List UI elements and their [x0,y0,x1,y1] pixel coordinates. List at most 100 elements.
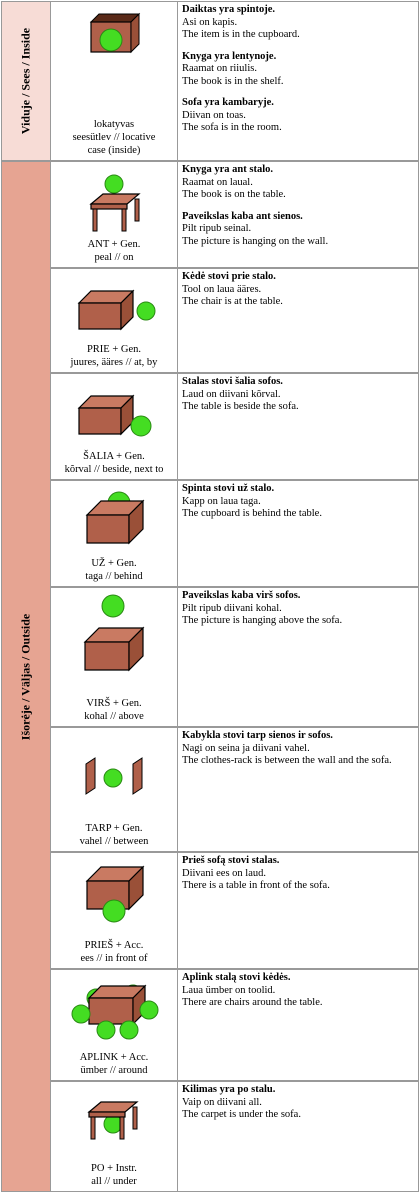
table-row: PRIE + Gen. juures, ääres // at, by Kėdė s… [51,268,419,373]
lithuanian-sentence-text: Paveikslas kaba ant sienos. [182,210,303,222]
inside-category-cell: Viduje / Sees / Inside [1,1,51,161]
example-cell: Stalas stovi šalia sofos.Laud on diivani… [182,376,416,414]
caption-line: PRIE + Gen. [86,344,142,355]
caption-line: UŽ + Gen. [91,558,137,569]
caption-line: all // under [91,1176,137,1187]
english-sentence: The picture is hanging on the wall. [182,235,329,247]
english-sentence: There are chairs around the table. [182,997,323,1008]
lithuanian-sentence-text: Sofa yra kambaryje. [182,97,274,108]
lithuanian-sentence: Daiktas yra spintoje. [182,4,416,17]
illustration-cell: VIRŠ + Gen.kohal // above [51,588,178,726]
illustration-cell: TARP + Gen.vahel // between [51,728,178,851]
preposition-caption: APLINK + Acc. ümber // around [51,1051,177,1077]
lithuanian-sentence-text: Spinta stovi už stalo. [182,483,275,494]
preposition-caption: PO + Instr.all // under [51,1162,177,1188]
preposition-caption: ANT + Gen. peal // on [51,238,177,264]
inside-label: Viduje / Sees / Inside [18,27,33,135]
english-sentence: The book is in the shelf. [182,75,284,87]
english-sentence: There is a table in front of the sofa. [182,880,330,891]
lithuanian-sentence-text: Kabykla stovi tarp sienos ir sofos. [182,730,333,741]
english-sentence: The table is beside the sofa. [182,401,299,412]
illustration-cell: PO + Instr.all // under [51,1082,178,1191]
preposition-caption: lokatyvas seesütlev // locative case (insi… [51,118,177,157]
illustration-cell: ŠALIA + Gen.kõrval // beside, next to [51,374,178,479]
table-row: UŽ + Gen. taga // behind Spinta stovi už s… [51,480,419,587]
outside-label: Išorėje / Väljas / Outside [18,613,33,740]
english-sentence: The picture is hanging above the sofa. [182,615,343,626]
example-cell: Kabykla stovi tarp sienos ir sofos.Nagi … [182,730,416,768]
caption-line: case (inside) [87,145,141,156]
caption-line: ANT + Gen. [87,239,141,250]
preposition-illustration [85,865,145,923]
preposition-caption: PRIE + Gen. juures, ääres // at, by [51,343,177,369]
illustration-cell: UŽ + Gen. taga // behind [51,481,178,586]
illustration-cell: ANT + Gen. peal // on [51,162,178,267]
lithuanian-sentence-text: Daiktas yra spintoje. [182,4,276,15]
estonian-sentence: Laud on diivani kõrval. [182,388,281,400]
preposition-illustration [89,12,141,54]
example-cell: Prieš sofą stovi stalas.Diivani ees on l… [182,855,416,893]
caption-line: juures, ääres // at, by [70,357,158,368]
caption-line: ŠALIA + Gen. [83,451,145,462]
table-row: ŠALIA + Gen.kõrval // beside, next to Sta… [51,373,419,480]
preposition-illustration [77,289,156,331]
estonian-sentence: Laua ümber on toolid. [182,984,276,996]
caption-line: lokatyvas [93,119,135,130]
estonian-sentence: Diivan on toas. [182,109,246,121]
preposition-illustration [85,757,143,795]
example-cell: Aplink stalą stovi kėdės.Laua ümber on t… [182,972,416,1010]
caption-line: PRIEŠ + Acc. [84,940,144,951]
lithuanian-sentence: Aplink stalą stovi kėdės. [182,972,416,985]
estonian-sentence: Asi on kapis. [182,16,238,28]
lithuanian-sentence-text: Stalas stovi šalia sofos. [182,376,283,387]
preposition-illustration [71,984,159,1040]
english-sentence: The book is on the table. [182,189,286,200]
english-sentence: The sofa is in the room. [182,122,282,133]
estonian-sentence: Vaip on diivani all. [182,1096,262,1108]
lithuanian-sentence-text: Knyga yra lentynoje. [182,50,277,62]
lithuanian-sentence-text: Paveikslas kaba virš sofos. [182,590,301,601]
caption-line: vahel // between [79,836,149,847]
caption-line: taga // behind [85,571,143,582]
example-cell: Kilimas yra po stalu.Vaip on diivani all… [182,1084,416,1122]
lithuanian-sentence-text: Kilimas yra po stalu. [182,1084,276,1095]
outside-category-cell: Išorėje / Väljas / Outside [1,161,51,1192]
example-cell: Paveikslas kaba virš sofos.Pilt ripub di… [182,590,416,628]
caption-line: ümber // around [80,1065,148,1076]
table-row: PRIEŠ + Acc. ees // in front of Prieš sofą… [51,852,419,969]
estonian-sentence: Diivani ees on laud. [182,867,266,879]
caption-line: APLINK + Acc. [79,1052,149,1063]
preposition-illustration [89,174,141,232]
estonian-sentence: Raamat on riiulis. [182,63,257,74]
estonian-sentence: Kapp on laua taga. [182,495,261,507]
english-sentence: The carpet is under the sofa. [182,1109,301,1120]
lithuanian-sentence: Kilimas yra po stalu. [182,1084,416,1097]
estonian-sentence: Nagi on seina ja diivani vahel. [182,742,310,754]
estonian-sentence: Pilt ripub seinal. [182,223,252,234]
lithuanian-sentence: Kėdė stovi prie stalo. [182,271,416,284]
lithuanian-sentence: Kabykla stovi tarp sienos ir sofos. [182,730,416,743]
english-sentence: The chair is at the table. [182,296,283,307]
preposition-caption: UŽ + Gen. taga // behind [51,557,177,583]
preposition-caption: PRIEŠ + Acc. ees // in front of [51,939,177,965]
preposition-illustration [77,394,152,437]
preposition-caption: TARP + Gen.vahel // between [51,822,177,848]
estonian-sentence: Tool on laua ääres. [182,283,262,295]
english-sentence: The clothes-rack is between the wall and… [182,755,392,766]
caption-line: ees // in front of [80,953,148,964]
english-sentence: The cupboard is behind the table. [182,508,322,519]
lithuanian-sentence: Stalas stovi šalia sofos. [182,376,416,389]
illustration-cell: lokatyvas seesütlev // locative case (insi… [51,2,178,160]
estonian-sentence: Pilt ripub diivani kohal. [182,602,282,614]
caption-line: peal // on [94,252,134,263]
lithuanian-sentence: Prieš sofą stovi stalas. [182,855,416,868]
illustration-cell: APLINK + Acc. ümber // around [51,970,178,1080]
example-cell: Knyga yra ant stalo.Raamat on laual.The … [182,164,416,248]
lithuanian-sentence: Knyga yra lentynoje. [182,51,416,64]
caption-line: seesütlev // locative [72,132,156,143]
example-cell: Daiktas yra spintoje.Asi on kapis.The it… [182,4,416,135]
lithuanian-sentence: Knyga yra ant stalo. [182,164,416,177]
caption-line: VIRŠ + Gen. [86,698,142,709]
example-cell: Kėdė stovi prie stalo.Tool on laua ääres… [182,271,416,309]
preposition-caption: ŠALIA + Gen.kõrval // beside, next to [51,450,177,476]
